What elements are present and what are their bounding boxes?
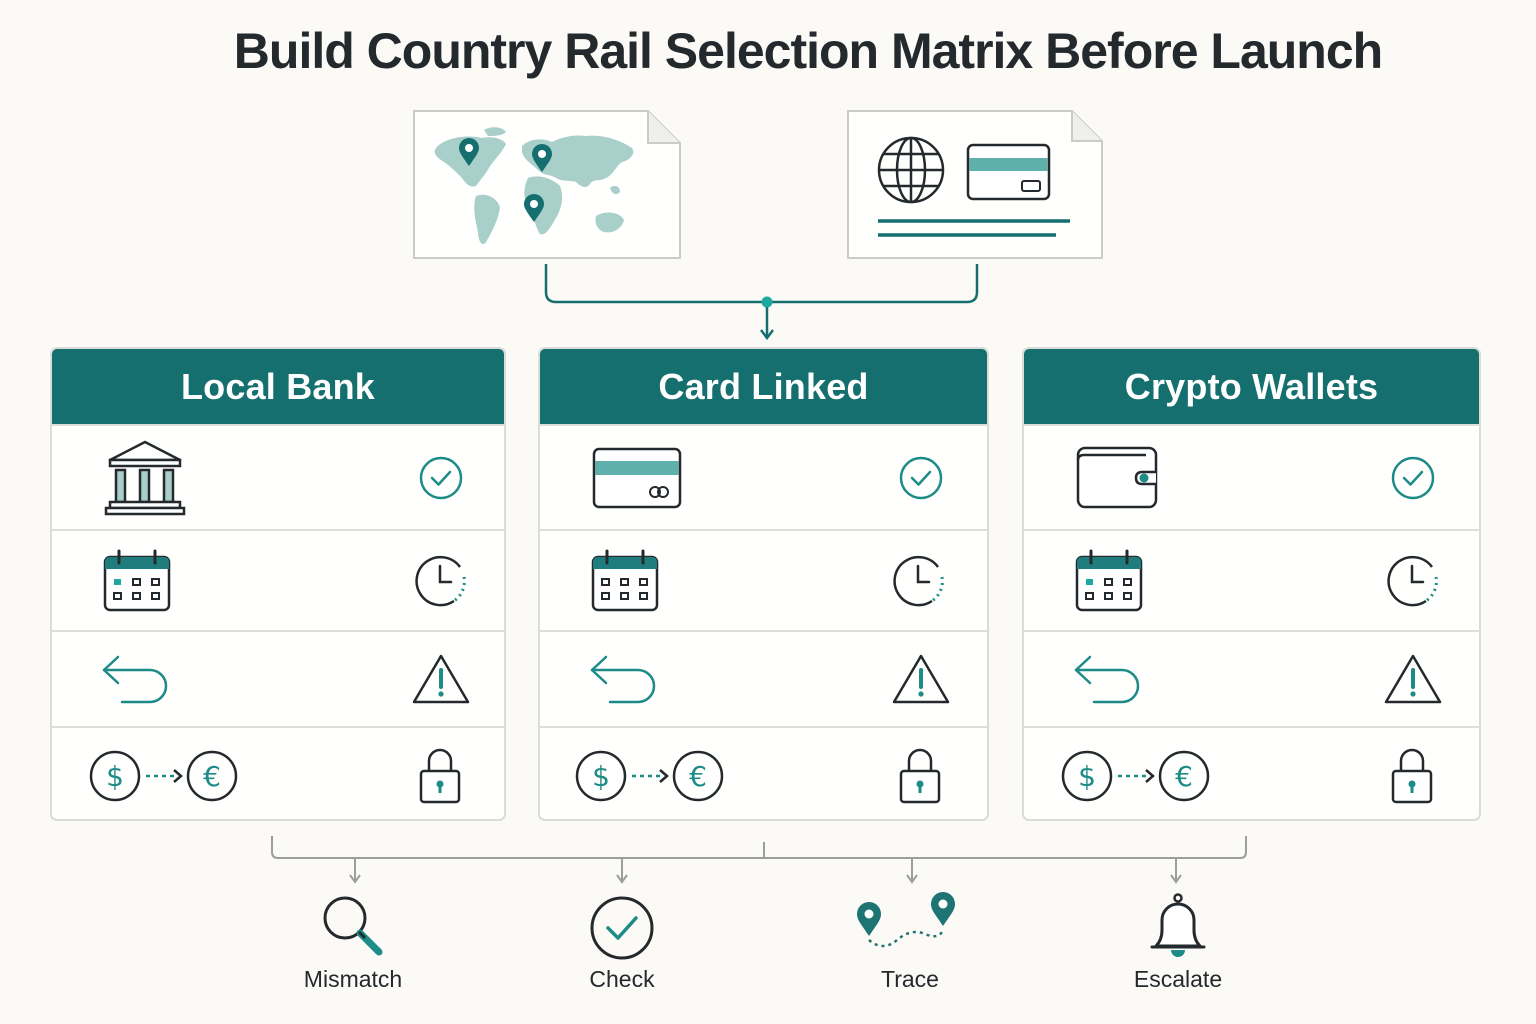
svg-text:€: € [1175, 760, 1193, 793]
column-header: Card Linked [540, 349, 987, 424]
matrix-row: $ € [52, 726, 504, 819]
magnifier-icon [323, 896, 383, 956]
warning-icon [1384, 654, 1442, 704]
currency-exchange-icon: $ € [1061, 750, 1210, 802]
return-arrow-icon [1074, 655, 1140, 704]
clock-icon [893, 555, 944, 606]
matrix-row [1024, 529, 1479, 630]
column-crypto-wallets: Crypto Wallets [1022, 347, 1481, 821]
calendar-icon [103, 549, 171, 611]
matrix-row [52, 630, 504, 726]
calendar-icon [1075, 549, 1143, 611]
payment-spec-document [847, 110, 1103, 259]
svg-text:$: $ [106, 760, 124, 793]
column-local-bank: Local Bank [50, 347, 506, 821]
location-pin-icon [459, 138, 552, 222]
check-circle-icon [899, 456, 943, 499]
currency-exchange-icon: $ € [575, 750, 724, 802]
credit-card-icon [592, 447, 682, 508]
world-map-document [413, 110, 681, 259]
matrix-row: $ € [1024, 726, 1479, 819]
outcome-label: Mismatch [303, 966, 403, 992]
input-connector [544, 264, 979, 341]
outcome-connector [271, 836, 1247, 884]
return-arrow-icon [102, 655, 168, 704]
lock-icon [419, 748, 461, 804]
warning-icon [892, 654, 950, 704]
clock-icon [1387, 555, 1438, 606]
outcome-check: Check [532, 890, 712, 993]
matrix-row: $ € [540, 726, 987, 819]
lock-icon [899, 748, 941, 804]
svg-text:$: $ [592, 760, 610, 793]
return-arrow-icon [590, 655, 656, 704]
check-circle-icon [1391, 456, 1435, 499]
currency-exchange-icon: $ € [89, 750, 238, 802]
column-header: Crypto Wallets [1024, 349, 1479, 424]
outcome-escalate: Escalate [1088, 890, 1268, 993]
matrix-row [1024, 424, 1479, 529]
matrix-row [52, 529, 504, 630]
matrix-row [540, 529, 987, 630]
svg-text:€: € [203, 760, 221, 793]
calendar-icon [591, 549, 659, 611]
outcome-label: Check [589, 966, 655, 992]
matrix-row [540, 630, 987, 726]
route-pins-icon [857, 892, 955, 948]
page-title: Build Country Rail Selection Matrix Befo… [233, 23, 1383, 79]
svg-text:$: $ [1078, 760, 1096, 793]
bell-icon [1150, 893, 1206, 957]
column-card-linked: Card Linked [538, 347, 989, 821]
clock-icon [415, 555, 466, 606]
matrix-row [540, 424, 987, 529]
svg-text:€: € [689, 760, 707, 793]
credit-card-icon [966, 143, 1051, 201]
warning-icon [412, 654, 470, 704]
matrix-row [52, 424, 504, 529]
outcome-trace: Trace [820, 890, 1000, 993]
matrix-row [1024, 630, 1479, 726]
outcome-mismatch: Mismatch [263, 890, 443, 993]
outcome-label: Escalate [1133, 966, 1223, 992]
outcome-label: Trace [881, 966, 939, 992]
lock-icon [1391, 748, 1433, 804]
globe-icon [877, 136, 945, 204]
check-circle-icon [419, 456, 463, 499]
check-circle-icon [590, 896, 654, 960]
column-header: Local Bank [52, 349, 504, 424]
wallet-icon [1076, 446, 1158, 508]
bank-icon [104, 440, 186, 515]
